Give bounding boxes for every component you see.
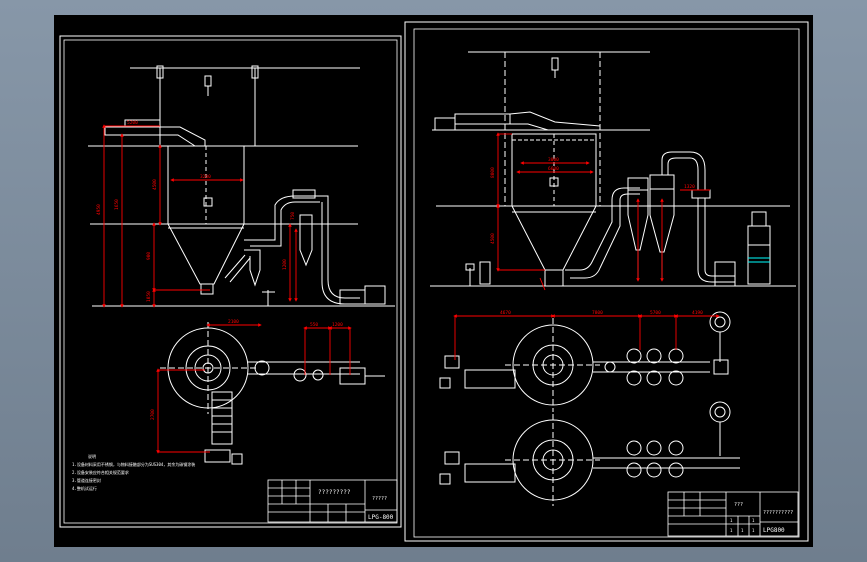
dim-text: 1050 [146, 291, 152, 302]
right-title-texts: ??? ?????????? LPG800 1 1 1 1 1 [730, 502, 793, 534]
dim-text: 3000 [548, 157, 559, 163]
dim-text: 2700 [150, 409, 156, 420]
note-line: 1.设备材料采用不锈钢，与物料接触部分为SUS304，其余为碳钢涂装 [72, 461, 195, 467]
sheet-right [404, 21, 809, 542]
scale-cell: 1 [741, 528, 744, 533]
dim-text: 1650 [114, 199, 120, 210]
dim-text: 6600 [548, 166, 559, 172]
right-dimensions [453, 132, 720, 360]
scale-cell: 1 [730, 528, 733, 533]
sheet-left [59, 35, 402, 528]
dim-text: 7800 [592, 310, 603, 316]
right-dim-texts: 8000 4500 3000 6600 4670 7800 5700 4190 … [490, 157, 703, 316]
dim-text: 1320 [684, 184, 695, 190]
dim-text: 4190 [692, 310, 703, 316]
dim-text: 900 [146, 252, 152, 260]
scale-cell: 1 [752, 528, 755, 533]
drawing-number: LPG-800 [368, 514, 394, 521]
scale-cell: 1 [730, 518, 733, 523]
right-title-block [667, 491, 799, 537]
dim-text: 2100 [228, 319, 239, 325]
dim-text: 3200 [200, 174, 211, 180]
dim-text: 750 [290, 212, 296, 220]
dim-text: 4500 [490, 233, 496, 244]
notes-heading: 说明 [88, 453, 96, 459]
dim-text: 5700 [650, 310, 661, 316]
dim-text: 1200 [332, 322, 343, 328]
dim-text: 550 [310, 322, 318, 328]
model-space [54, 15, 813, 547]
dim-text: 4670 [500, 310, 511, 316]
dim-text: 4950 [96, 204, 102, 215]
title-sub: ??? [734, 502, 743, 508]
right-accents [748, 257, 770, 263]
title-sub: ????? [372, 496, 387, 502]
note-line: 4.整机试运行 [72, 485, 97, 491]
left-dim-texts: 5200 4950 1650 4500 3200 900 1050 1200 2… [96, 120, 343, 420]
note-line: 3.管道连接密封 [72, 477, 101, 483]
dim-text: 1200 [282, 259, 288, 270]
left-title-texts: ????????? ????? LPG-800 [318, 489, 394, 521]
drawing-number: LPG800 [763, 527, 785, 534]
left-title-block [267, 479, 398, 523]
note-line: 2.设备安装应符合相关规范要求 [72, 469, 129, 475]
dim-text: 4500 [152, 179, 158, 190]
title-main: ????????? [318, 489, 351, 496]
left-dimensions [102, 124, 352, 454]
dim-text: 8000 [490, 167, 496, 178]
dim-text: 5200 [127, 120, 138, 126]
left-notes: 说明 1.设备材料采用不锈钢，与物料接触部分为SUS304，其余为碳钢涂装 2.… [72, 453, 195, 491]
scale-cell: 1 [752, 518, 755, 523]
title-main: ?????????? [763, 510, 793, 516]
